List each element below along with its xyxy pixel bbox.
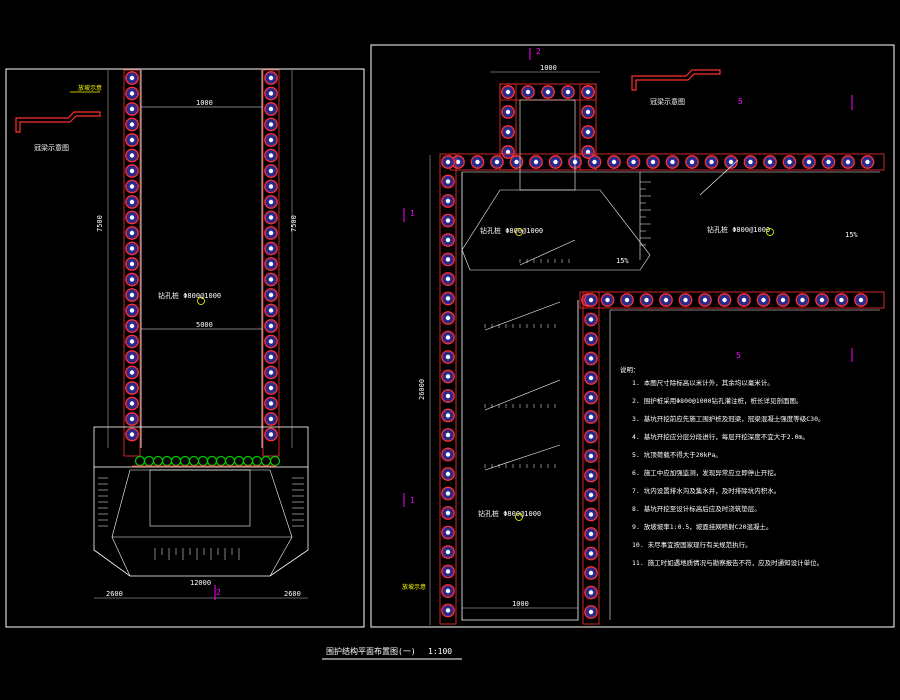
note-line: 5. 坑顶荷载不得大于20kPa。 bbox=[632, 450, 722, 459]
right-section-2a: 2 bbox=[536, 47, 541, 56]
anchor bbox=[188, 455, 200, 467]
left-detail-symbol bbox=[15, 111, 101, 133]
anchor bbox=[260, 455, 272, 467]
anchor bbox=[161, 455, 173, 467]
anchor bbox=[224, 455, 236, 467]
left-dim-bottom-total: 12000 bbox=[190, 579, 211, 587]
note-line: 3. 基坑开挖前应先施工围护桩及冠梁，冠梁混凝土强度等级C30。 bbox=[632, 414, 824, 423]
left-dim-top: 1000 bbox=[196, 99, 213, 107]
right-frame bbox=[370, 44, 895, 628]
right-slope-hatching bbox=[484, 181, 651, 471]
right-slope-label: 放坡示意 bbox=[402, 583, 426, 591]
right-pile-upper-row bbox=[449, 153, 885, 171]
right-slope-pct-b: 15% bbox=[845, 231, 858, 239]
right-section-5b: 5 bbox=[736, 351, 741, 360]
note-line: 6. 施工中应加强监测，发现异常应立即停止开挖。 bbox=[632, 468, 780, 477]
note-line: 11. 施工时如遇地质情况与勘察报告不符，应及时通知设计单位。 bbox=[632, 558, 823, 567]
anchor bbox=[233, 455, 245, 467]
right-notes: 1. 本图尺寸除标高以米计外，其余均以毫米计。 2. 围护桩采用Φ800@1000… bbox=[632, 378, 824, 567]
note-line: 4. 基坑开挖应分层分段进行，每层开挖深度不宜大于2.0m。 bbox=[632, 432, 809, 441]
left-detail-label: 冠梁示意图 bbox=[34, 143, 69, 152]
anchor bbox=[197, 455, 209, 467]
anchor bbox=[215, 455, 227, 467]
anchor bbox=[143, 455, 155, 467]
anchor bbox=[251, 455, 263, 467]
right-pile-top-bay bbox=[499, 83, 597, 171]
right-pile-note-c: 钻孔桩 Φ800@1000 bbox=[478, 509, 541, 518]
note-line: 10. 未尽事宜按国家现行有关规范执行。 bbox=[632, 540, 752, 549]
left-panel: 冠梁示意图 放坡示意 1000 5000 7500 7500 钻孔桩 Φ800@… bbox=[15, 69, 309, 600]
right-detail-label: 冠梁示意图 bbox=[650, 97, 685, 106]
anchor bbox=[134, 455, 146, 467]
right-detail-symbol bbox=[631, 69, 721, 91]
right-dim-bottom: 1000 bbox=[512, 600, 529, 608]
note-line: 7. 坑内设置排水沟及集水井，及时排除坑内积水。 bbox=[632, 486, 780, 495]
left-dim-depth-r: 7500 bbox=[290, 215, 298, 232]
right-dim-top: 1000 bbox=[540, 64, 557, 72]
left-dim-depth-l: 7500 bbox=[96, 215, 104, 232]
left-dim-bottom-l: 2600 bbox=[106, 590, 123, 598]
anchor bbox=[152, 455, 164, 467]
anchor bbox=[269, 455, 281, 467]
note-line: 2. 围护桩采用Φ800@1000钻孔灌注桩，桩长详见剖面图。 bbox=[632, 396, 802, 405]
anchor bbox=[242, 455, 254, 467]
right-pile-left-column bbox=[439, 153, 457, 625]
right-slope-pct-a: 15% bbox=[616, 257, 629, 265]
right-dim-left: 26000 bbox=[418, 379, 426, 400]
right-pile-note-a: 钻孔桩 Φ800@1000 bbox=[480, 226, 543, 235]
note-line: 8. 基坑开挖至设计标高后应及时浇筑垫层。 bbox=[632, 504, 761, 513]
right-section-5a: 5 bbox=[738, 97, 743, 106]
left-anchor-row bbox=[132, 455, 281, 467]
left-frame bbox=[5, 68, 365, 628]
right-notes-title: 说明： bbox=[620, 365, 640, 374]
right-panel: 冠梁示意图 放坡示意 2 5 5 1 1 1000 1000 26000 bbox=[402, 47, 885, 625]
left-dim-bottom-r: 2600 bbox=[284, 590, 301, 598]
left-pile-note: 钻孔桩 Φ800@1000 bbox=[158, 291, 221, 300]
drawing-title: 围护结构平面布置图(一) bbox=[326, 646, 416, 656]
right-section-1a: 1 bbox=[410, 209, 415, 218]
left-slope-label: 放坡示意 bbox=[78, 84, 102, 92]
left-pile-column-b bbox=[262, 69, 280, 457]
left-slope-hatching bbox=[98, 477, 304, 560]
anchor bbox=[170, 455, 182, 467]
right-pile-inner-column bbox=[582, 291, 600, 625]
right-pile-note-b: 钻孔桩 Φ800@1000 bbox=[707, 225, 770, 234]
right-section-1b: 1 bbox=[410, 496, 415, 505]
anchor bbox=[206, 455, 218, 467]
right-pile-middle-row bbox=[579, 291, 885, 309]
note-line: 9. 放坡坡率1:0.5，坡面挂网喷射C20混凝土。 bbox=[632, 522, 773, 531]
left-section-mark: 2 bbox=[216, 588, 221, 597]
drawing-scale: 1:100 bbox=[428, 647, 452, 656]
left-pile-column-a bbox=[123, 69, 141, 457]
anchor bbox=[179, 455, 191, 467]
left-dim-inner: 5000 bbox=[196, 321, 213, 329]
note-line: 1. 本图尺寸除标高以米计外，其余均以毫米计。 bbox=[632, 378, 774, 387]
